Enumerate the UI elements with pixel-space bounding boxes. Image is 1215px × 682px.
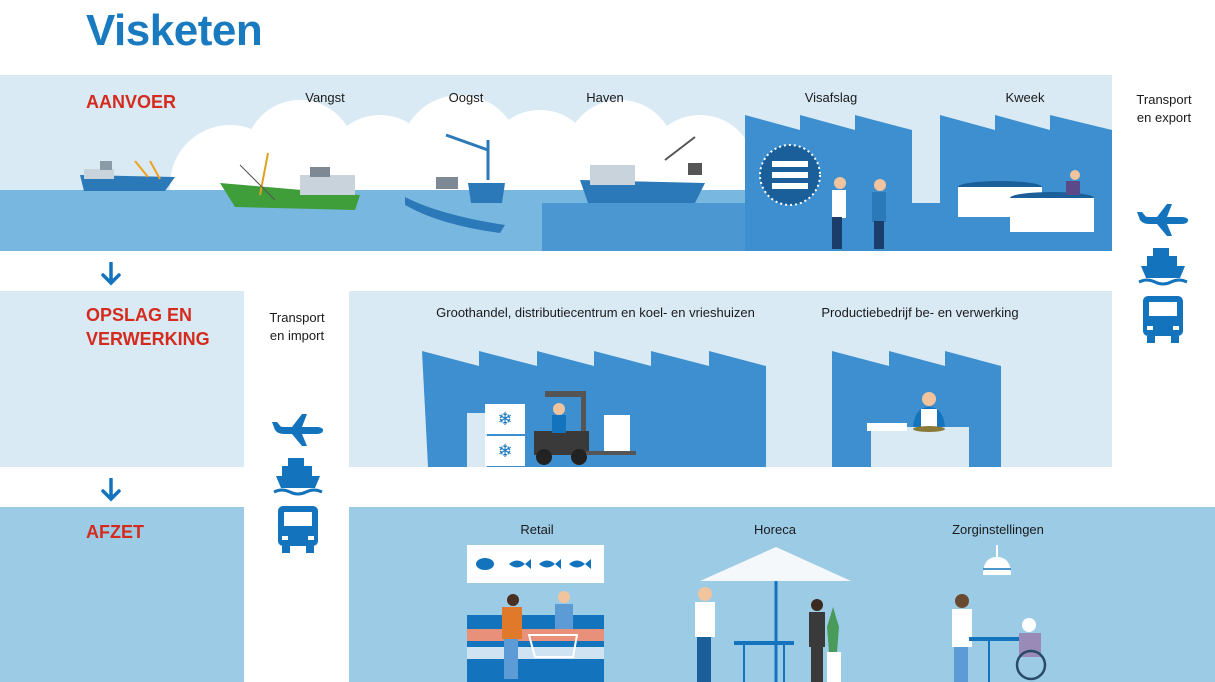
- frozen-boxes: ❄ ❄: [467, 404, 525, 467]
- production-worker: [913, 392, 945, 432]
- mussel-harvest: [405, 133, 505, 233]
- retail-fish-sign: [467, 545, 604, 583]
- small-boat: [80, 160, 175, 191]
- truck-icon: [278, 506, 318, 553]
- transport-import-line1: Transport: [269, 310, 325, 325]
- harbour-ship: [580, 136, 705, 203]
- ship-icon: [273, 458, 323, 496]
- transport-import-line2: en import: [269, 328, 325, 343]
- ship-icon: [1138, 248, 1188, 286]
- care-lamp: [983, 545, 1011, 575]
- stage-label-kweek: Kweek: [1005, 90, 1045, 105]
- stage-label-zorginstellingen: Zorginstellingen: [952, 522, 1044, 537]
- svg-text:❄: ❄: [497, 409, 512, 430]
- fishing-trawler: [220, 152, 360, 210]
- svg-text:❄: ❄: [497, 441, 512, 462]
- traders-handshake: [832, 177, 886, 249]
- opslag-band-left: [0, 291, 244, 467]
- flow-arrow-2: [101, 478, 121, 502]
- transport-export-line2: en export: [1136, 110, 1192, 125]
- truck-icon: [1143, 296, 1183, 343]
- stage-label-horeca: Horeca: [754, 522, 796, 537]
- stage-label-visafslag: Visafslag: [804, 90, 858, 105]
- transport-export-icons: [1137, 204, 1189, 343]
- stage-label-haven: Haven: [586, 90, 624, 105]
- aanvoer-scene: [0, 95, 1112, 251]
- forklift: [534, 391, 636, 465]
- stage-label-productiebedrijf: Productiebedrijf be- en verwerking: [821, 305, 1019, 320]
- horeca-people: [695, 587, 841, 682]
- airplane-icon: [1137, 204, 1189, 236]
- section-label-opslag-line2: VERWERKING: [86, 329, 210, 349]
- section-label-aanvoer: AANVOER: [86, 92, 177, 112]
- care-people: [952, 594, 1047, 682]
- horeca-umbrella: [700, 547, 851, 682]
- auction-clock-icon: [759, 144, 821, 206]
- stage-label-groothandel: Groothandel, distributiecentrum en koel-…: [436, 305, 755, 320]
- transport-import-icons: [272, 414, 324, 553]
- opslag-scene: ❄ ❄: [422, 351, 1001, 467]
- retail-people: [502, 591, 579, 679]
- stage-label-oogst: Oogst: [448, 90, 484, 105]
- stage-label-retail: Retail: [520, 522, 554, 537]
- section-label-afzet: AFZET: [86, 522, 144, 542]
- fish-farm-tanks: [958, 170, 1094, 232]
- page-title: Visketen: [86, 6, 263, 55]
- stage-label-vangst: Vangst: [305, 90, 345, 105]
- section-label-opslag-line1: OPSLAG EN: [86, 305, 193, 325]
- transport-export-line1: Transport: [1136, 92, 1192, 107]
- flow-arrow-1: [101, 262, 121, 286]
- afzet-scene: [467, 545, 1047, 682]
- airplane-icon: [272, 414, 324, 446]
- afzet-band-left: [0, 507, 244, 682]
